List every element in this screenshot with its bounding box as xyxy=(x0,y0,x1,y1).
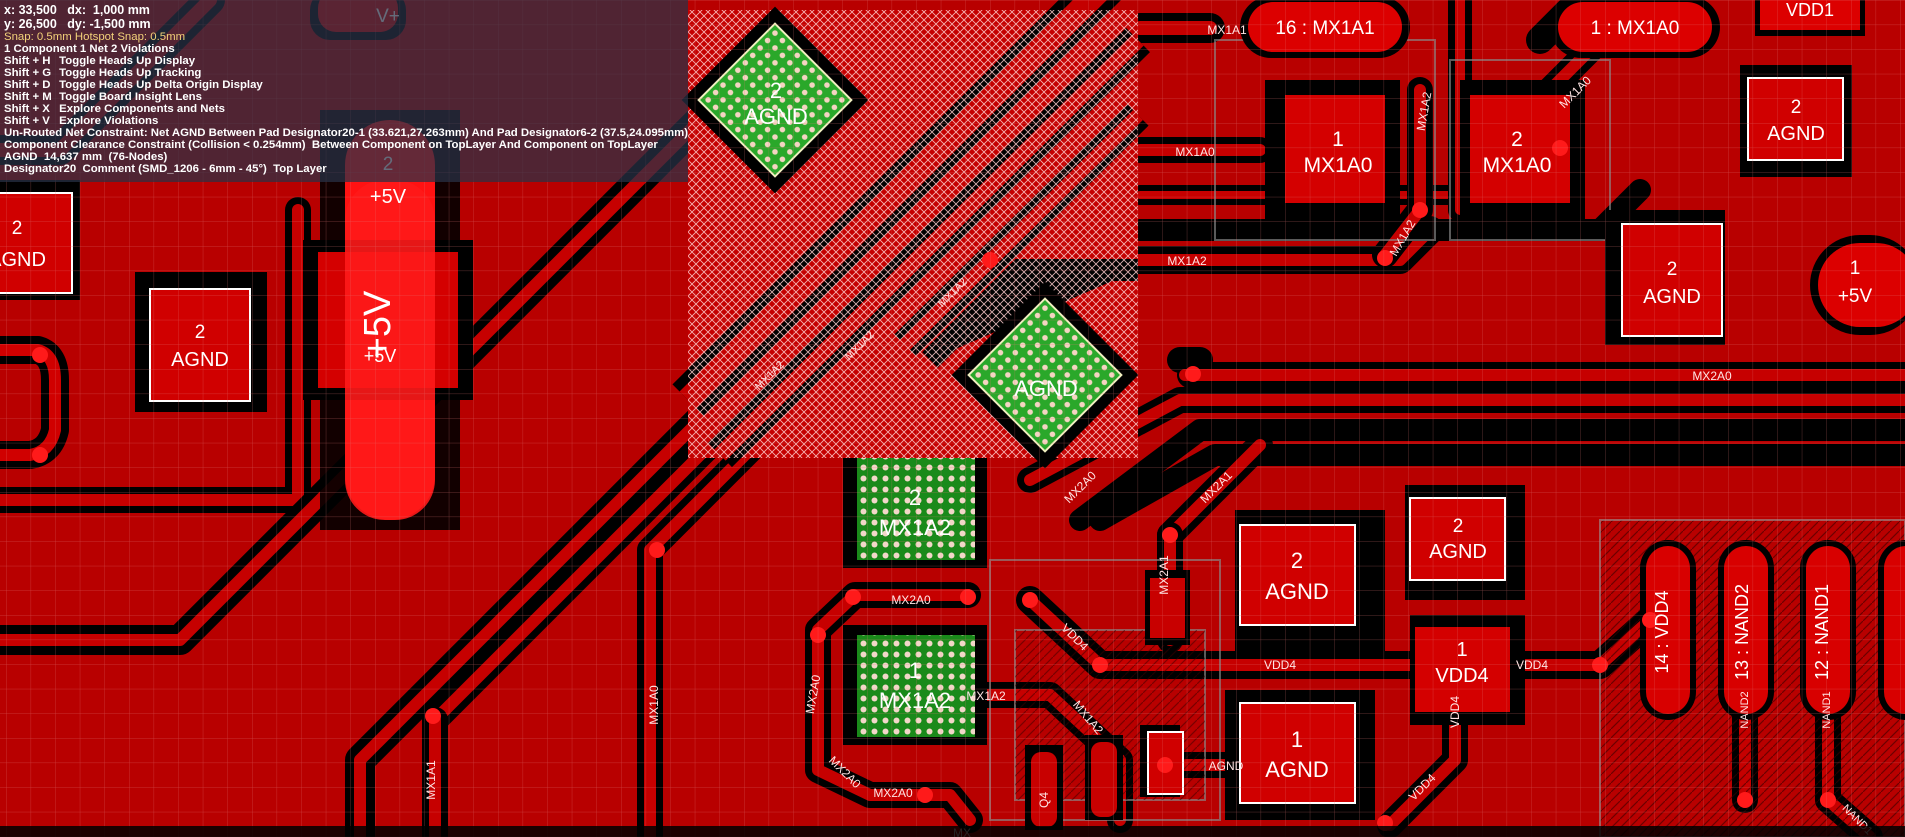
net-label: MX1A2 xyxy=(1167,254,1207,268)
hud-net-info: AGND 14,637 mm (76-Nodes) xyxy=(4,151,168,163)
net-label: VDD4 xyxy=(1516,658,1548,672)
pad-number: 1 xyxy=(1332,128,1344,151)
net-label: Q4 xyxy=(1037,792,1051,808)
shortcut-action: Toggle Board Insight Lens xyxy=(59,91,202,103)
net-label: MX1A0 xyxy=(1175,145,1215,159)
pad-net: +5V xyxy=(364,346,397,366)
net-label: NAND1 xyxy=(1821,691,1833,728)
hud-snap-info: Snap: 0.5mm Hotspot Snap: 0.5mm xyxy=(4,31,186,43)
shortcut-key: Shift + V xyxy=(4,115,50,127)
pad-net: AGND xyxy=(1429,541,1487,563)
pad-net: MX1A0 xyxy=(1483,154,1552,177)
hud-shortcut: Shift + V Explore Violations xyxy=(4,115,688,127)
hud-y-coordinate: y: 26,500 dy: -1,500 mm xyxy=(4,17,151,31)
shortcut-key: Shift + M xyxy=(4,91,52,103)
pad-number: 2 xyxy=(1291,548,1303,573)
hud-summary: 1 Component 1 Net 2 Violations xyxy=(4,43,175,55)
net-label: MX2A0 xyxy=(803,673,824,715)
net-label: MX1A1 xyxy=(1207,23,1247,37)
pad-net: AGND xyxy=(1643,286,1701,308)
pad-net: AGND xyxy=(171,349,229,371)
pad-number: 1 xyxy=(1291,727,1303,752)
hud-shortcut: Shift + G Toggle Heads Up Tracking xyxy=(4,67,688,79)
shortcut-key: Shift + H xyxy=(4,55,51,67)
pad-net: AGND xyxy=(1265,757,1329,782)
net-label: MX2A0 xyxy=(873,786,913,800)
hud-shortcut: Shift + D Toggle Heads Up Delta Origin D… xyxy=(4,79,688,91)
pad-number: 2 xyxy=(1453,516,1464,537)
pad-number: 2 xyxy=(909,485,921,510)
pad-number: 2 xyxy=(1791,97,1802,118)
shortcut-action: Toggle Heads Up Tracking xyxy=(59,67,202,79)
pad-number: 2 xyxy=(770,78,782,103)
shortcut-action: Toggle Heads Up Display xyxy=(59,55,196,67)
pad-net: AGND xyxy=(1767,123,1825,145)
shortcut-key: Shift + D xyxy=(4,79,51,91)
hud-shortcut: Shift + M Toggle Board Insight Lens xyxy=(4,91,688,103)
pad-number: 1 xyxy=(1850,258,1861,279)
pad-net: MX1A2 xyxy=(879,515,951,540)
hud-shortcut: Shift + X Explore Components and Nets xyxy=(4,103,688,115)
pad-label-vdd1: VDD1 xyxy=(1786,0,1834,20)
net-label: MX1A2 xyxy=(966,689,1006,703)
hud-violation-clearance: Component Clearance Constraint (Collisio… xyxy=(4,139,658,151)
pad-net: +5V xyxy=(1838,286,1873,307)
net-label: AGND xyxy=(1209,759,1244,773)
pad-net: +5V xyxy=(370,186,407,208)
hud-x-coordinate: x: 33,500 dx: 1,000 mm xyxy=(4,3,150,17)
net-label: MX2A0 xyxy=(891,593,931,607)
ic-pin-label: 12 : NAND1 xyxy=(1812,584,1832,680)
net-label: VDD4 xyxy=(1448,696,1462,728)
pad-net: MX1A2 xyxy=(879,688,951,713)
net-label: NAND2 xyxy=(1739,691,1751,728)
net-label: MX1A0 xyxy=(647,685,661,725)
net-label: MX2A0 xyxy=(1692,369,1732,383)
ic-pin-label: 13 : NAND2 xyxy=(1732,584,1752,680)
pad-number: 2 xyxy=(1667,259,1678,280)
net-label: MX2A1 xyxy=(1157,555,1171,595)
shortcut-action: Explore Violations xyxy=(59,115,159,127)
shortcut-key: Shift + X xyxy=(4,103,50,115)
pad-label-top-mx1a1: 16 : MX1A1 xyxy=(1275,18,1374,39)
pad-number: 1 xyxy=(909,658,921,683)
pad-net: VDD4 xyxy=(1435,665,1488,687)
pad-labels: V+ VDD1 16 : MX1A1 1 : MX1A0 2 AGND 2 AG… xyxy=(0,0,1872,782)
hud-shortcut: Shift + H Toggle Heads Up Display xyxy=(4,55,688,67)
net-label: MX1A2 xyxy=(1414,90,1435,132)
pad-number: 2 xyxy=(12,218,23,239)
pad-net-large: +5V xyxy=(357,290,399,359)
pad-net: AGND xyxy=(0,249,46,271)
pad-net: AGND xyxy=(1265,579,1329,604)
ic-pin-label: 14 : VDD4 xyxy=(1652,590,1672,673)
pad-label-top-mx1a0: 1 : MX1A0 xyxy=(1591,18,1680,39)
pad-number: 2 xyxy=(195,322,206,343)
hud-component-info: Designator20 Comment (SMD_1206 - 6mm - 4… xyxy=(4,163,327,175)
shortcut-key: Shift + G xyxy=(4,67,52,79)
pad-number: 1 xyxy=(1456,639,1467,661)
heads-up-display: x: 33,500 dx: 1,000 mm y: 26,500 dy: -1,… xyxy=(0,0,688,182)
pad-net: AGND xyxy=(1014,376,1078,401)
pad-number: 2 xyxy=(1511,128,1523,151)
net-label: MX1A1 xyxy=(424,760,438,800)
hud-violation-unrouted: Un-Routed Net Constraint: Net AGND Betwe… xyxy=(4,127,689,139)
pad-net: MX1A0 xyxy=(1304,154,1373,177)
net-label: VDD4 xyxy=(1264,658,1296,672)
shortcut-action: Toggle Heads Up Delta Origin Display xyxy=(59,79,263,91)
pad-net: AGND xyxy=(744,104,808,129)
shortcut-action: Explore Components and Nets xyxy=(59,103,225,115)
